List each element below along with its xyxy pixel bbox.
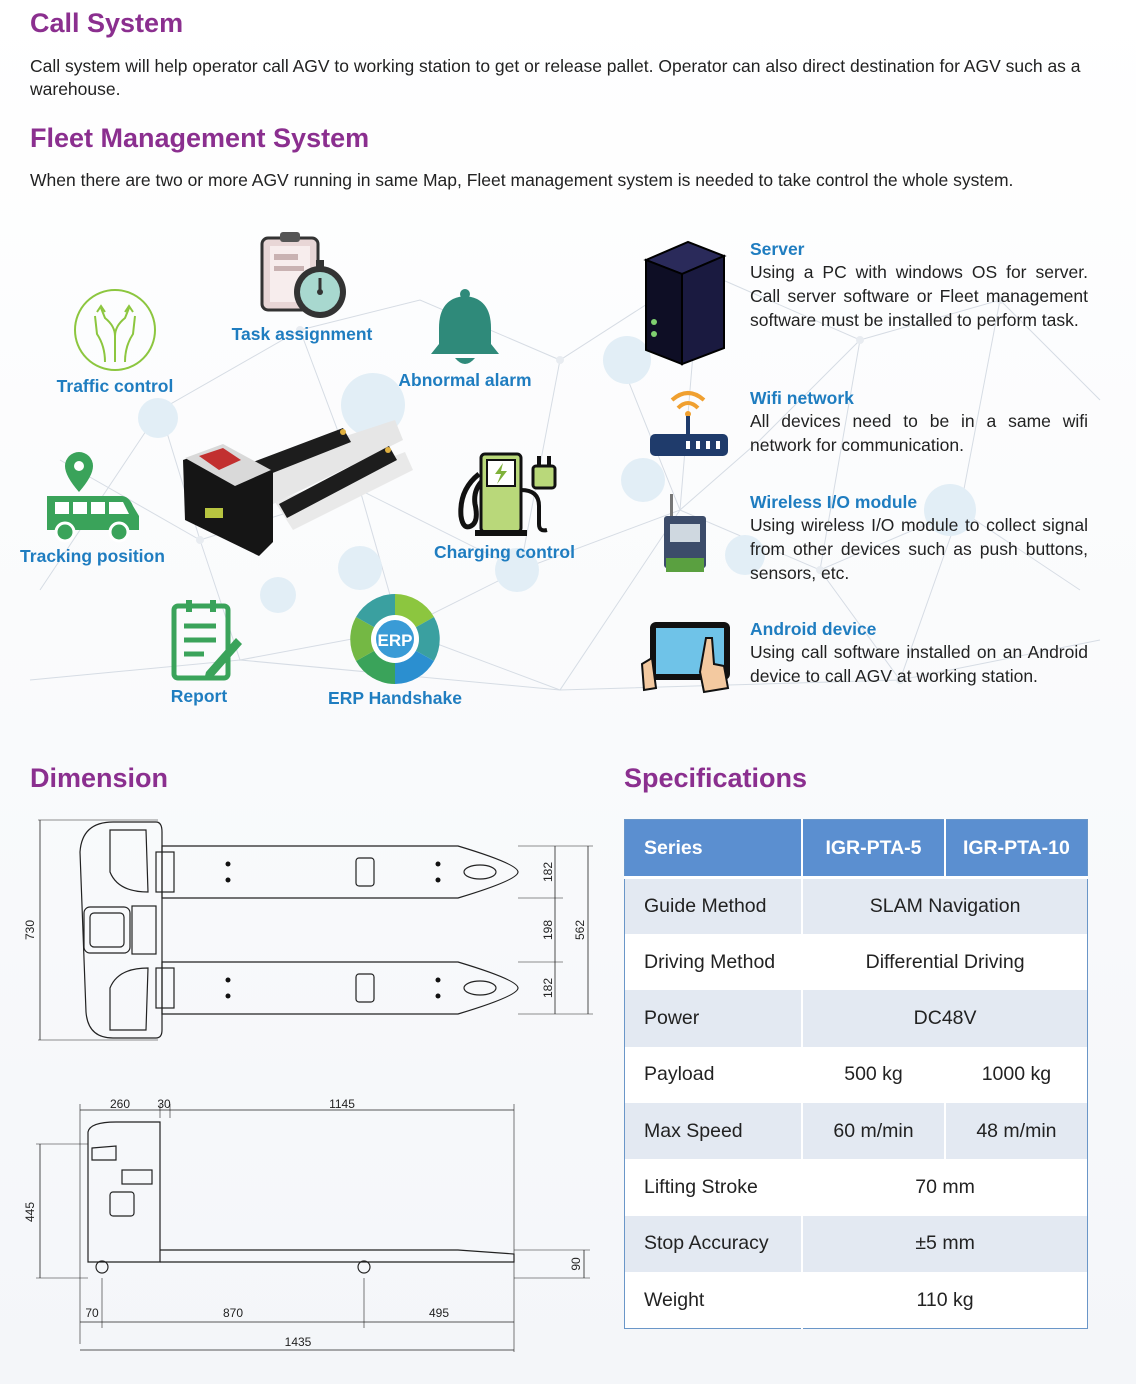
header-igr-pta-10: IGR-PTA-10 <box>944 819 1088 878</box>
infra-wifi: Wifi network All devices need to be in a… <box>750 387 1088 457</box>
row-value: 110 kg <box>802 1272 1088 1329</box>
report-label: Report <box>170 686 228 706</box>
fleet-text: When there are two or more AGV running i… <box>30 170 1014 190</box>
wireless-io-text: Using wireless I/O module to collect sig… <box>750 515 1088 583</box>
infra-wireless-io: Wireless I/O module Using wireless I/O m… <box>750 491 1088 585</box>
wifi-router-icon <box>650 391 728 456</box>
dim-fork-gap: 198 <box>541 920 555 940</box>
feature-abnormal-alarm: Abnormal alarm <box>395 288 535 391</box>
row-label: Weight <box>624 1272 804 1329</box>
dimension-drawing: 730 182 198 182 562 260 30 1145 445 90 7… <box>23 819 593 1352</box>
row-label: Stop Accuracy <box>624 1215 804 1273</box>
dim-width-total: 730 <box>23 920 37 940</box>
task-assignment-icon <box>260 232 346 318</box>
charging-station-icon <box>457 452 556 536</box>
wifi-text: All devices need to be in a same wifi ne… <box>750 411 1088 455</box>
dim-fork-width-1: 182 <box>541 862 555 882</box>
dim-tip: 495 <box>429 1306 449 1320</box>
table-row: Weight 110 kg <box>624 1272 1088 1329</box>
header-series: Series <box>624 819 804 878</box>
charging-control-label: Charging control <box>434 542 575 562</box>
server-icon <box>643 240 727 366</box>
fleet-title: Fleet Management System <box>30 123 370 153</box>
call-system-text: Call system will help operator call AGV … <box>30 56 1081 99</box>
bell-icon <box>431 289 499 364</box>
task-assignment-label: Task assignment <box>231 324 373 344</box>
row-value-b: 1000 kg <box>944 1046 1088 1103</box>
server-title: Server <box>750 239 805 259</box>
table-row: Driving Method Differential Driving <box>624 933 1088 991</box>
feature-tracking-position: Tracking position <box>20 448 165 567</box>
table-row: Guide Method SLAM Navigation <box>624 875 1088 934</box>
traffic-control-icon <box>74 289 156 371</box>
table-row: Max Speed 60 m/min 48 m/min <box>624 1103 1088 1160</box>
dim-fork-length: 1145 <box>329 1097 355 1111</box>
dim-head: 260 <box>110 1097 130 1111</box>
erp-handshake-label: ERP Handshake <box>328 688 462 708</box>
dim-fork-height: 90 <box>569 1257 583 1271</box>
erp-wheel-icon: ERP <box>350 594 440 684</box>
row-value-b: 48 m/min <box>944 1103 1088 1160</box>
server-text: Using a PC with windows OS for server. C… <box>750 262 1088 330</box>
call-system-title: Call System <box>30 8 184 38</box>
feature-task-assignment: Task assignment <box>228 228 376 345</box>
dim-length: 1435 <box>285 1335 312 1349</box>
row-label: Payload <box>624 1046 804 1103</box>
infra-android: Android device Using call software insta… <box>750 618 1088 688</box>
row-label: Driving Method <box>624 933 804 991</box>
dim-height: 445 <box>23 1202 37 1222</box>
table-row: Stop Accuracy ±5 mm <box>624 1215 1088 1273</box>
feature-report: Report <box>140 598 258 707</box>
table-header-row: Series IGR-PTA-5 IGR-PTA-10 <box>624 819 1088 878</box>
dim-gap: 30 <box>157 1097 171 1111</box>
row-value: DC48V <box>802 990 1088 1047</box>
dim-mid: 870 <box>223 1306 243 1320</box>
android-title: Android device <box>750 619 877 639</box>
table-row: Power DC48V <box>624 990 1088 1047</box>
table-row: Payload 500 kg 1000 kg <box>624 1046 1088 1103</box>
feature-erp-handshake: ERP ERP Handshake <box>325 592 465 709</box>
row-label: Lifting Stroke <box>624 1159 804 1216</box>
row-label: Power <box>624 990 804 1047</box>
dim-rear: 70 <box>85 1306 99 1320</box>
specifications-title: Specifications <box>624 763 808 793</box>
agv-pallet-truck-image <box>183 420 413 556</box>
feature-traffic-control: Traffic control <box>40 286 190 397</box>
specifications-table: Series IGR-PTA-5 IGR-PTA-10 Guide Method… <box>624 819 1088 1329</box>
row-value-a: 60 m/min <box>802 1103 946 1160</box>
row-value-a: 500 kg <box>802 1046 946 1103</box>
feature-charging-control: Charging control <box>432 450 577 563</box>
infra-server: Server Using a PC with windows OS for se… <box>750 238 1088 332</box>
row-value: 70 mm <box>802 1159 1088 1216</box>
row-label: Max Speed <box>624 1103 804 1160</box>
dim-fork-span: 562 <box>573 920 587 940</box>
wireless-io-module-icon <box>664 494 706 572</box>
dimension-title: Dimension <box>30 763 169 793</box>
dim-fork-width-2: 182 <box>541 978 555 998</box>
traffic-control-label: Traffic control <box>56 376 174 396</box>
wifi-title: Wifi network <box>750 388 854 408</box>
tracking-position-label: Tracking position <box>20 546 165 566</box>
table-row: Lifting Stroke 70 mm <box>624 1159 1088 1216</box>
row-value: ±5 mm <box>802 1215 1088 1273</box>
row-value: Differential Driving <box>802 933 1088 991</box>
erp-badge-text: ERP <box>378 631 413 650</box>
android-text: Using call software installed on an Andr… <box>750 642 1088 686</box>
wireless-io-title: Wireless I/O module <box>750 492 918 512</box>
header-igr-pta-5: IGR-PTA-5 <box>802 819 946 878</box>
abnormal-alarm-label: Abnormal alarm <box>398 370 532 390</box>
android-tablet-icon <box>640 622 730 694</box>
row-label: Guide Method <box>624 875 804 934</box>
tracking-van-icon <box>46 452 139 543</box>
report-icon <box>171 600 242 681</box>
row-value: SLAM Navigation <box>802 875 1088 934</box>
network-background <box>29 266 1101 691</box>
